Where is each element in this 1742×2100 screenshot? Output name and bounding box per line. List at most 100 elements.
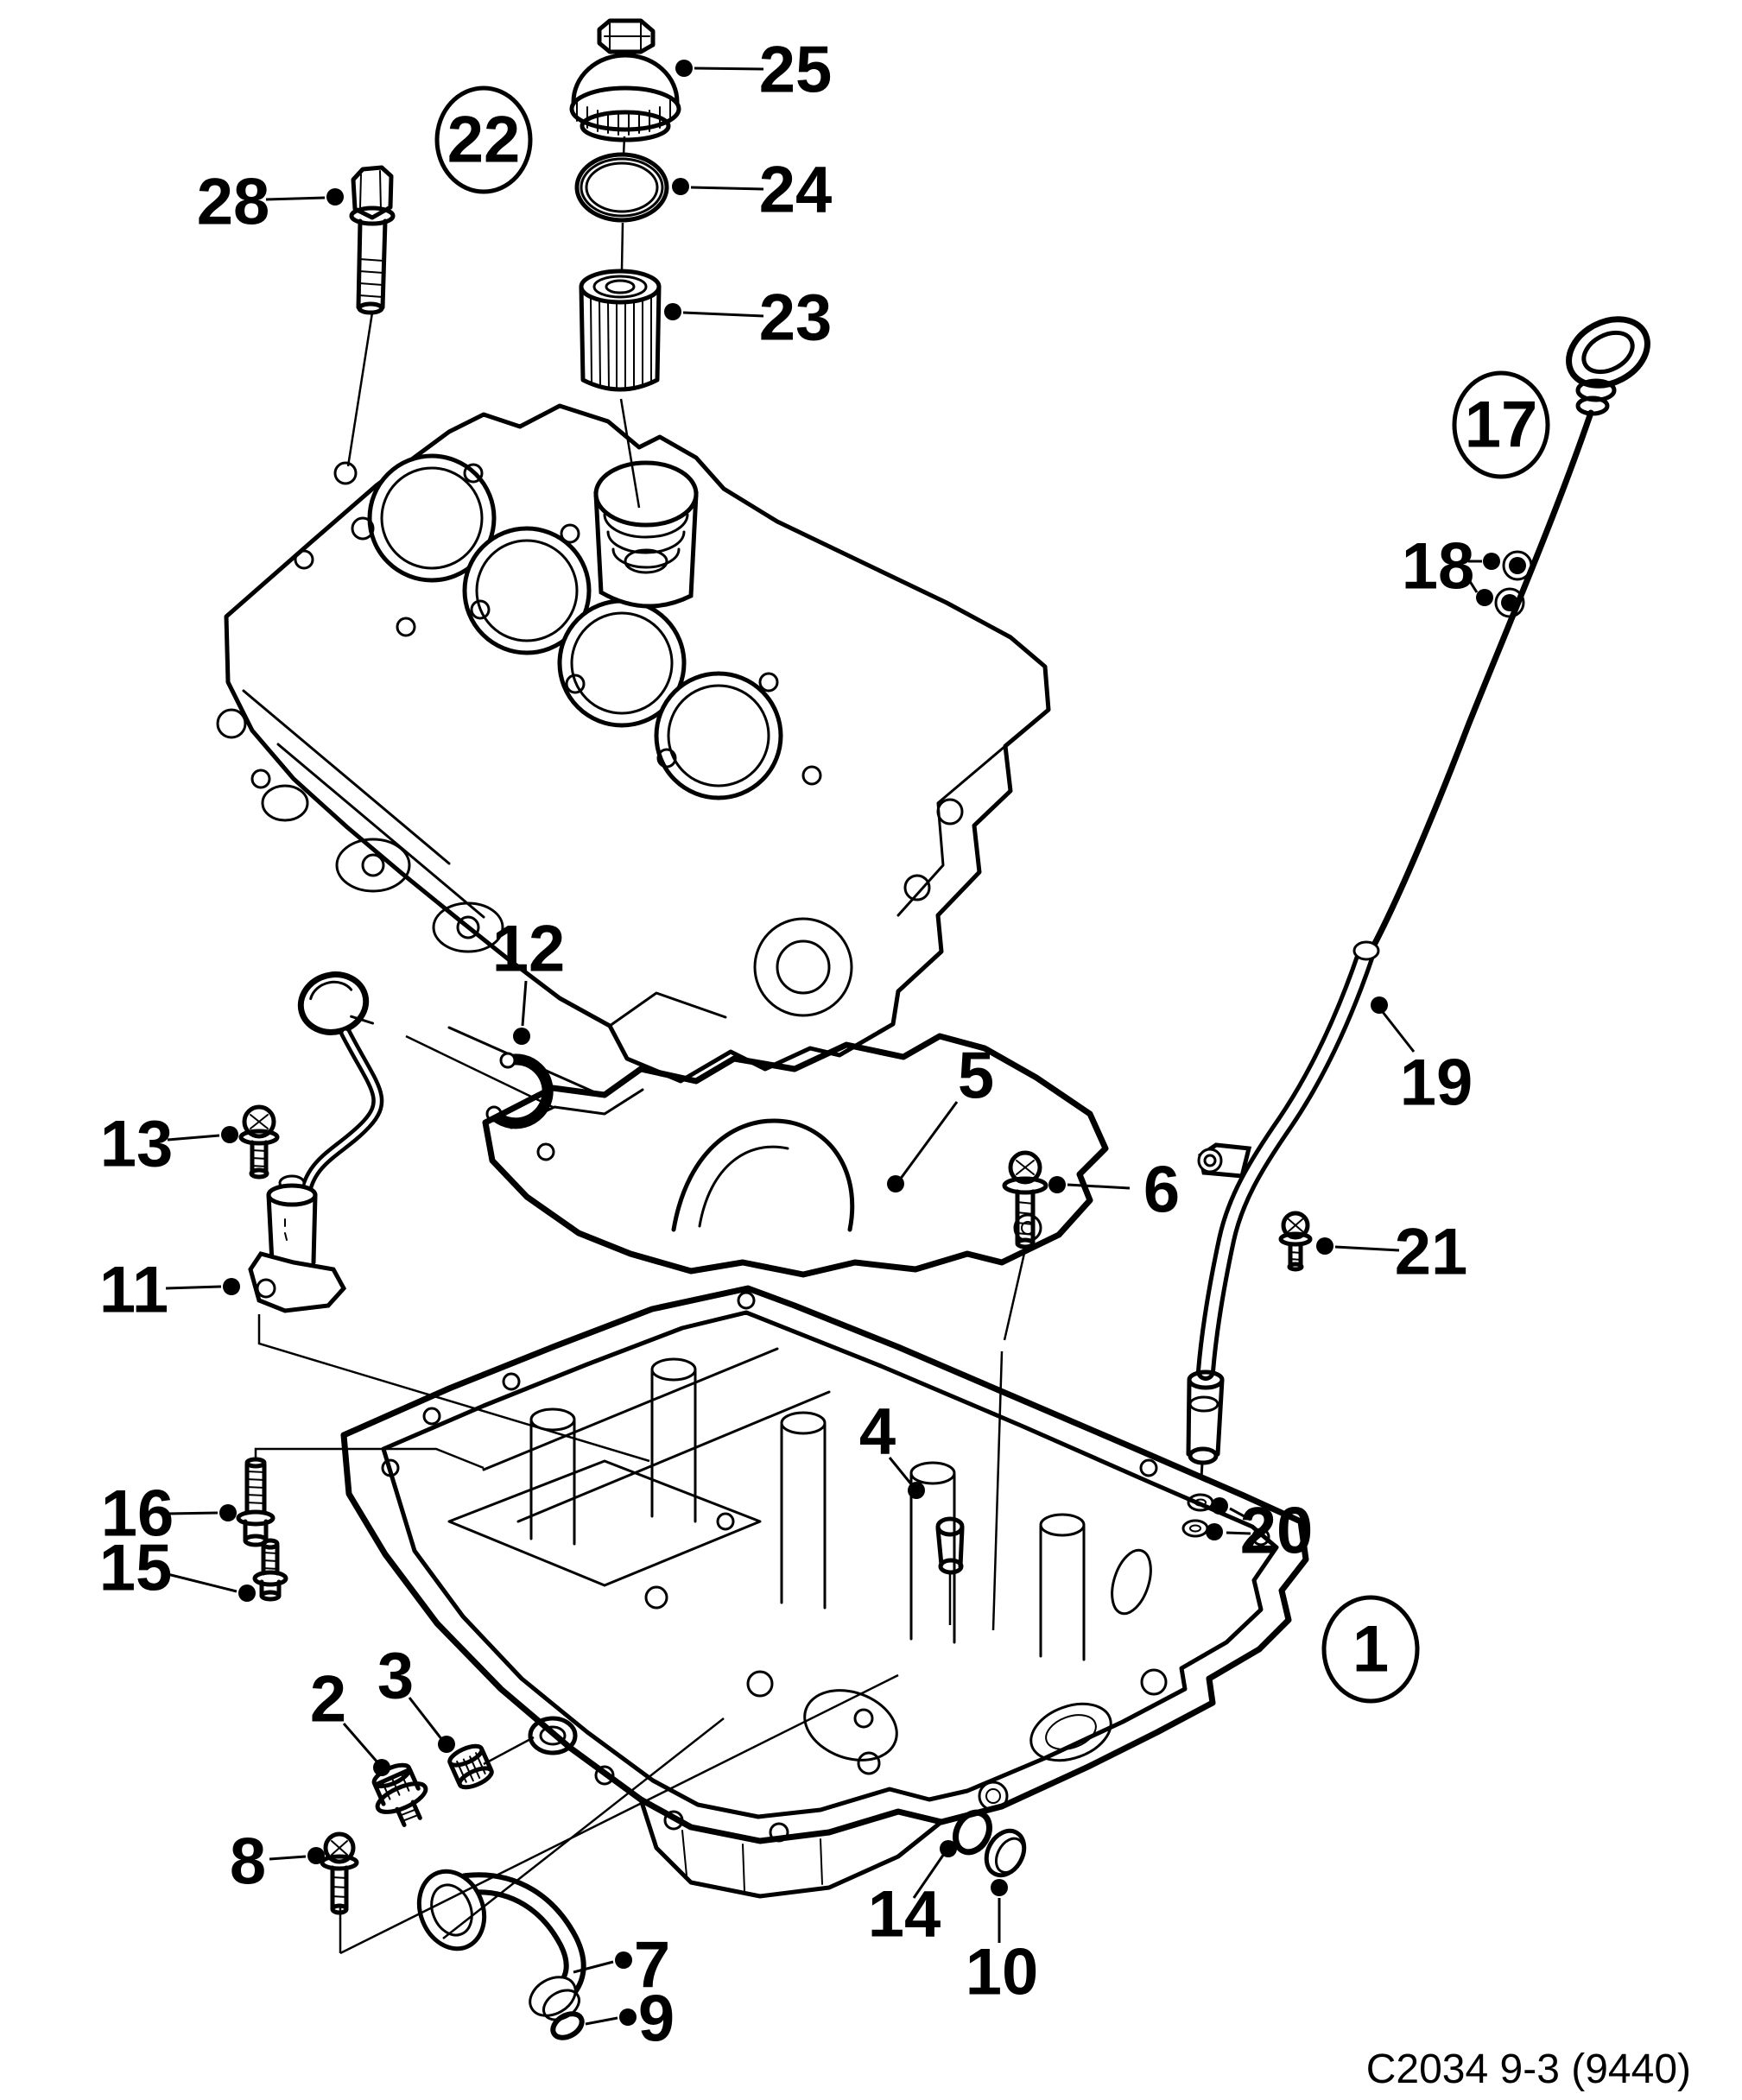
callout-9-leader-0 [585,2016,618,2026]
cylinder-bores-icon [367,453,783,800]
callout-18-label: 18 [1402,530,1475,604]
assembly-line-12 [442,1717,725,1939]
dipstick-icon [1368,316,1650,953]
callout-6-label: 6 [1143,1154,1180,1227]
assembly-line-3 [619,398,641,509]
assembly-line-6 [991,1350,1004,1631]
suction-pipe-o-ring-icon [550,2011,585,2040]
callout-28-label: 28 [197,166,270,239]
callout-21-label: 21 [1395,1216,1468,1289]
baffle-bolt-icon [1002,1150,1048,1249]
callout-13: 13 [100,1108,238,1181]
callout-4: 4 [859,1395,925,1499]
assembly-line-5 [1003,1249,1027,1341]
assembly-line-2 [620,222,624,270]
callout-20-dot-1 [1206,1523,1223,1540]
assembly-line-9 [483,1736,535,1766]
callout-5-dot-0 [887,1175,904,1192]
callout-8-label: 8 [230,1825,266,1899]
drain-plug-seal-icon [447,1743,494,1790]
callout-21: 21 [1316,1216,1467,1289]
callout-28: 28 [197,166,344,239]
callout-15-leader-0 [163,1572,238,1593]
oil-pan-icon [340,1285,1309,1899]
callout-24-dot-0 [672,178,689,195]
callout-18-dot-1 [1476,589,1493,606]
assembly-line-13 [405,1034,554,1109]
block-front-face-details [216,689,1007,1098]
oil-pan-outer-rim [340,1285,1309,1844]
callout-18-dot-0 [1483,553,1500,570]
callout-14-leader-0 [912,1853,946,1899]
callout-24: 24 [672,154,832,227]
callout-16-leader-0 [167,1511,219,1515]
callout-5: 5 [887,1040,994,1192]
callout-23-leader-0 [682,311,764,318]
callout-9-dot-0 [619,2008,637,2026]
callout-4-label: 4 [859,1395,896,1469]
callout-16-label: 16 [101,1477,174,1551]
dipstick-tube-icon [1186,940,1380,1480]
callout-23: 23 [664,281,832,355]
callout-24-leader-0 [690,186,764,191]
callout-8-dot-0 [307,1847,325,1864]
callout-1-circle [1321,1595,1420,1704]
figure-caption: C2034 9-3 (9440) [1366,2046,1691,2092]
callout-6: 6 [1048,1154,1180,1227]
callout-14-dot-0 [940,1840,957,1857]
snap-ring-icon [485,1052,554,1129]
callout-16-dot-0 [219,1504,237,1521]
o-ring-icon [953,1809,992,1856]
callout-24-label: 24 [759,154,833,227]
oil-pan-inner-rim [381,1310,1279,1819]
callout-20-leader-1 [1226,1531,1251,1535]
callout-15: 15 [99,1532,256,1605]
cup-plug-icon [984,1828,1027,1878]
callout-12-leader-0 [521,980,528,1027]
callout-1-label: 1 [1352,1613,1389,1686]
callout-10-dot-0 [991,1879,1008,1896]
callout-3-dot-0 [438,1736,455,1753]
assembly-line-8 [254,1447,485,1470]
callout-21-leader-0 [1334,1245,1400,1252]
pan-bolt-long-icon [236,1457,276,1547]
engine-block-icon [216,403,1051,1098]
callout-14: 14 [868,1840,957,1951]
callout-25-leader-0 [694,66,764,71]
pan-bolt-short-icon [252,1538,288,1602]
callout-3: 3 [377,1640,455,1753]
callout-28-leader-0 [265,196,326,201]
callout-1: 1 [1321,1595,1420,1704]
callout-20-leader-0 [1229,1507,1251,1521]
callout-22: 22 [434,85,533,194]
callout-5-leader-0 [898,1101,959,1180]
callout-13-dot-0 [221,1126,238,1143]
callout-12-dot-0 [513,1028,530,1045]
oil-suction-pipe-icon [416,1869,586,2021]
callout-19-label: 19 [1400,1047,1473,1120]
callout-2-dot-0 [373,1759,390,1776]
callout-18: 18 [1402,530,1500,606]
callout-20-dot-0 [1211,1497,1228,1515]
callout-9-label: 9 [638,1983,675,2056]
callout-20-label: 20 [1240,1495,1314,1568]
deck-holes [294,461,822,786]
callout-17-circle [1452,370,1550,479]
oil-level-sensor-icon [248,971,384,1313]
callout-21-dot-0 [1316,1237,1333,1255]
callout-7-label: 7 [634,1929,670,2002]
dipstick-clamp-icon [1494,550,1533,618]
callout-6-dot-0 [1048,1176,1066,1193]
callout-6-leader-0 [1067,1183,1131,1190]
callout-19: 19 [1371,996,1473,1120]
callout-17-label: 17 [1465,389,1538,462]
callout-23-dot-0 [664,303,681,320]
oil-pan-interior-details [381,1291,1270,1899]
engine-block-bolt-icon [349,165,396,315]
oil-filter-cap-icon [569,18,681,142]
callout-10: 10 [966,1879,1038,2009]
callout-7: 7 [573,1929,670,2002]
callout-9: 9 [585,1983,675,2056]
